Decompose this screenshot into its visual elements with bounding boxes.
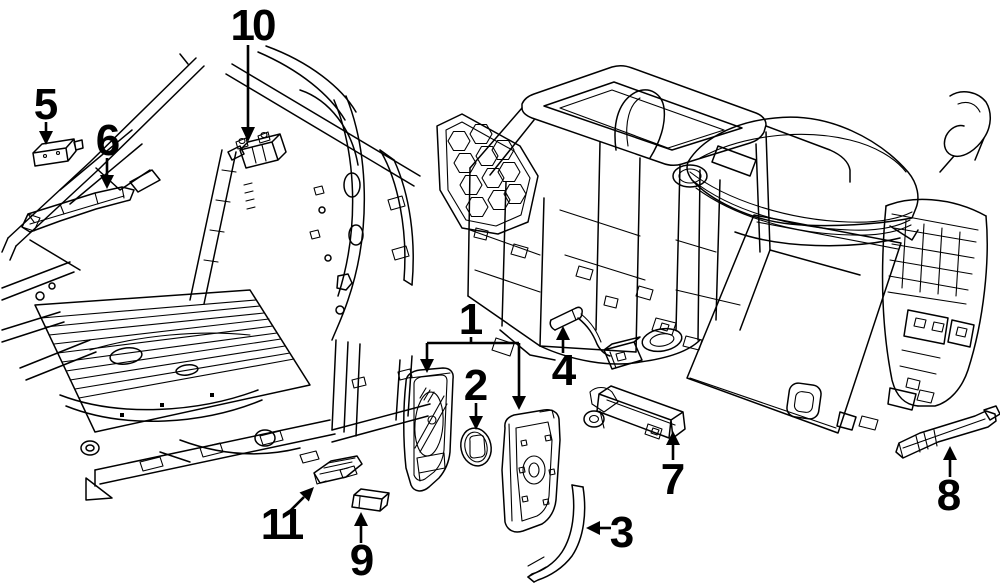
side-panel-drawing [686,214,902,434]
console-assembly-drawing [436,64,991,434]
part-4-antenna-cable [549,306,643,370]
part-10-control-module [227,131,287,169]
part-11-ribbed-bracket [313,455,363,485]
console-frame-drawing [467,64,861,413]
callout-1-label[interactable]: 1 [459,295,483,344]
callout-5-label[interactable]: 5 [34,80,58,129]
callout-1[interactable]: 1 [420,295,526,410]
callout-10-label[interactable]: 10 [231,1,278,50]
callout-6-label[interactable]: 6 [96,116,120,165]
callout-9-label[interactable]: 9 [350,536,374,585]
callout-1-arrow [420,337,526,410]
callout-3-arrow [586,521,611,535]
part-1-transmitter-halves [403,367,561,533]
callout-11[interactable]: 11 [261,487,314,549]
callout-6[interactable]: 6 [96,116,120,189]
part-7-antenna-module [583,385,686,440]
part-6-long-bracket [21,186,135,233]
callout-7-arrow [666,431,680,460]
callout-9-arrow [354,512,368,543]
body-structure-drawing [1,45,431,501]
callout-5[interactable]: 5 [34,80,58,145]
rear-panel-drawing [858,198,988,431]
callout-2-arrow [469,403,483,430]
callout-11-label[interactable]: 11 [261,500,307,549]
callout-10[interactable]: 10 [231,1,278,142]
callout-3-label[interactable]: 3 [610,508,634,557]
callout-2-label[interactable]: 2 [464,361,488,410]
armrest-drawing [686,90,991,247]
part-5-small-module [32,138,84,167]
callout-3[interactable]: 3 [586,508,634,557]
callout-11-arrow [290,487,314,511]
callout-8-label[interactable]: 8 [937,471,961,520]
callout-8[interactable]: 8 [937,446,961,520]
part-3-curved-bracket [527,484,586,583]
callout-10-arrow [241,45,255,142]
callout-5-arrow [39,122,53,145]
callout-7-label[interactable]: 7 [661,455,685,504]
callout-8-arrow [943,446,957,477]
honeycomb-panel-drawing [436,113,539,235]
part-2-seal-ring [460,427,492,467]
callout-4[interactable]: 4 [552,326,577,395]
callout-4-label[interactable]: 4 [552,346,577,395]
callout-4-arrow [556,326,570,353]
callout-6-arrow [100,158,114,189]
callout-2[interactable]: 2 [464,361,488,430]
part-9-spacer-block [351,488,390,512]
callout-7[interactable]: 7 [661,431,685,504]
part-8-antenna-bar [895,405,1000,459]
callout-9[interactable]: 9 [350,512,374,585]
